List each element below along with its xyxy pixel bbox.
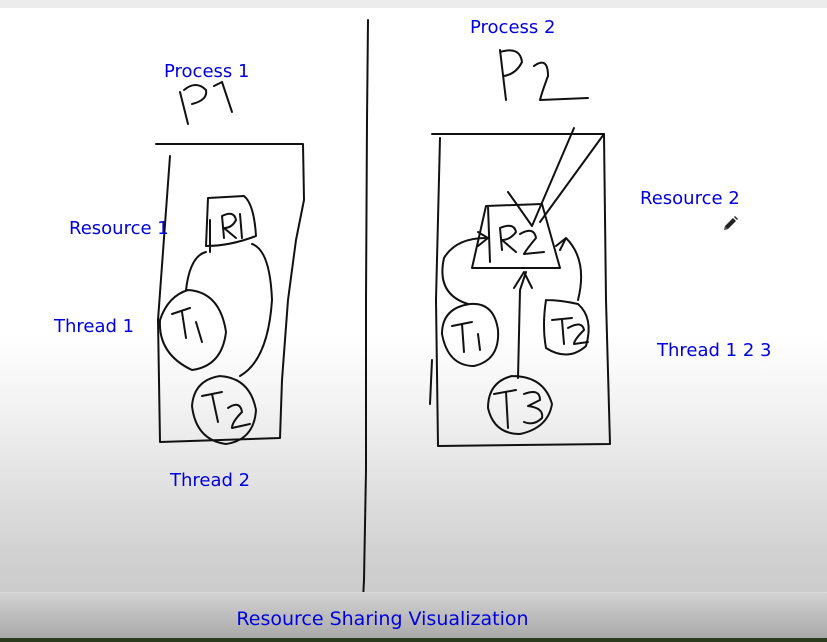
t2-letters-right [551, 317, 589, 345]
r1-letters [221, 212, 243, 239]
thread-1-circle-p2 [441, 302, 500, 367]
thread-1-label: Thread 1 [54, 316, 135, 337]
p2-handwriting [499, 49, 589, 101]
thread-2-circle [191, 375, 257, 445]
tick-marks [507, 127, 605, 227]
p1-handwriting [179, 81, 233, 125]
resource-2-box [471, 203, 561, 269]
process-2-left-stroke [429, 359, 433, 405]
resource-2-label: Resource 2 [640, 188, 740, 209]
r1-to-t1-line [185, 251, 207, 291]
video-caption: Resource Sharing Visualization [236, 608, 529, 630]
t2-to-r2-arrow [555, 237, 583, 301]
t1-letters-left [171, 307, 203, 343]
thread-1-circle [158, 289, 227, 371]
t1-to-r2-arrow [441, 231, 489, 305]
bottom-strip [0, 638, 827, 642]
t3-letters [493, 389, 544, 429]
t3-to-r2-arrow [513, 271, 533, 379]
process-2-label: Process 2 [470, 17, 556, 38]
t2-letters-left [201, 391, 251, 429]
process-1-label: Process 1 [164, 61, 250, 82]
pencil-icon[interactable] [720, 214, 740, 234]
top-bar [0, 0, 827, 8]
thread-3-circle-p2 [487, 375, 553, 435]
process-1-box [155, 143, 305, 443]
thread-1-2-3-label: Thread 1 2 3 [657, 340, 772, 361]
r1-to-t2-line [239, 243, 273, 377]
divider-line [355, 19, 371, 626]
r2-letters [499, 224, 545, 255]
resource-1-label: Resource 1 [69, 218, 169, 239]
caption-bar [0, 592, 827, 639]
thread-2-label: Thread 2 [170, 470, 251, 491]
t1-letters-right [451, 321, 481, 353]
thread-2-circle-p2 [543, 299, 590, 356]
resource-1-box [205, 195, 257, 253]
